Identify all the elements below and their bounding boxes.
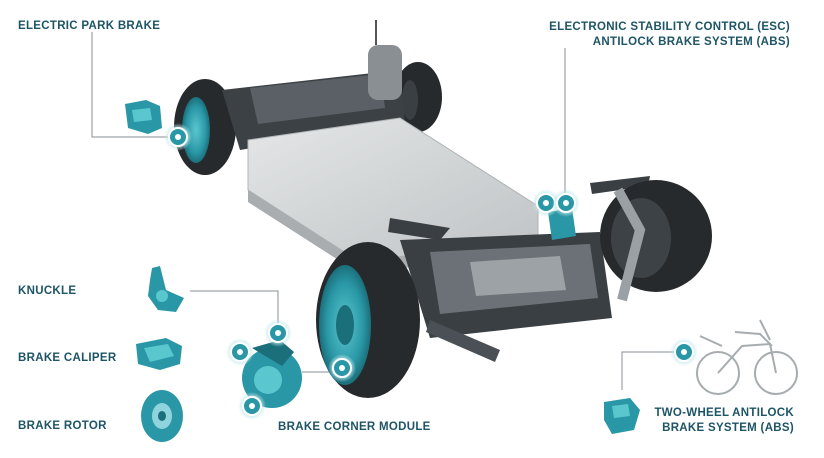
two-wheel-abs-label-line1: TWO-WHEEL ANTILOCK (654, 407, 794, 419)
abs-hotspot[interactable] (552, 189, 580, 217)
electric-park-brake-hotspot[interactable] (164, 123, 192, 151)
esc-hotspot[interactable] (532, 189, 560, 217)
motorcycle-icon (696, 319, 798, 395)
brake-corner-module-label: BRAKE CORNER MODULE (278, 421, 431, 433)
knuckle-icon (148, 266, 184, 312)
brake-rotor-label: BRAKE ROTOR (18, 420, 107, 432)
brake-caliper-label: BRAKE CALIPER (18, 352, 117, 364)
brake-rotor-icon (141, 390, 183, 442)
two-wheel-abs-label-line2: BRAKE SYSTEM (ABS) (662, 422, 794, 434)
motorcycle-abs-hotspot[interactable] (670, 338, 698, 366)
knuckle-label: KNUCKLE (18, 285, 77, 297)
esc-label: ELECTRONIC STABILITY CONTROL (ESC) (549, 21, 790, 33)
brake-corner-module-icon (242, 340, 302, 408)
front-right-wheel (600, 180, 712, 302)
leader-lines (91, 32, 683, 390)
abs-label: ANTILOCK BRAKE SYSTEM (ABS) (592, 36, 790, 48)
caliper-hotspot[interactable] (226, 338, 254, 366)
rear-subframe (222, 20, 405, 150)
rear-left-wheel (174, 79, 236, 175)
rear-right-wheel (394, 62, 442, 132)
abs-module-icon (604, 398, 640, 434)
electric-park-brake-label: ELECTRIC PARK BRAKE (18, 20, 161, 32)
park-brake-unit-icon (125, 100, 162, 134)
front-subframe (388, 176, 650, 362)
brake-caliper-icon (136, 338, 182, 370)
rotor-hotspot[interactable] (238, 392, 266, 420)
brake-corner-module-hotspot[interactable] (328, 354, 356, 382)
knuckle-hotspot[interactable] (264, 319, 292, 347)
